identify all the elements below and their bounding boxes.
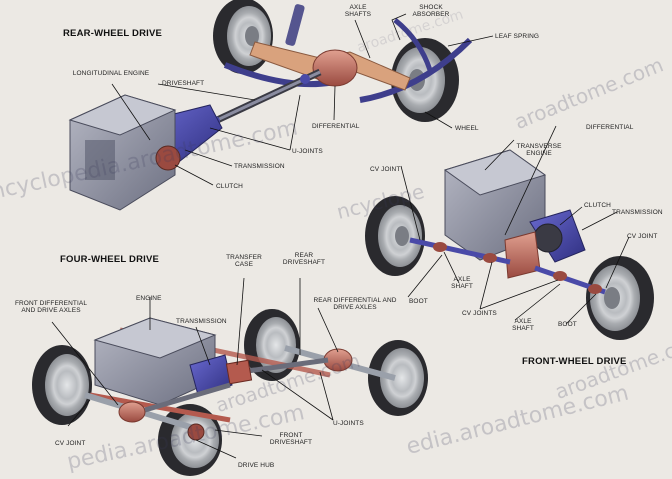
fourwd-assembly [32, 309, 428, 476]
fwd-label-cv-joints: CV JOINTS [462, 310, 497, 317]
fourwd-rear-driveshaft [239, 357, 329, 375]
fourwd-label-u-joints: U-JOINTS [333, 420, 364, 427]
fourwd-transfer-case [225, 359, 253, 385]
fourwd-label-front-differential: FRONT DIFFERENTIAL AND DRIVE AXLES [14, 300, 88, 314]
rwd-label-leaf-spring: LEAF SPRING [495, 33, 540, 40]
fwd-label-axle-shaft-left: AXLE SHAFT [451, 276, 473, 290]
rwd-differential [312, 49, 358, 87]
fwd-label-axle-shaft-right: AXLE SHAFT [512, 318, 534, 332]
fourwd-label-rear-differential: REAR DIFFERENTIAL AND DRIVE AXLES [313, 297, 397, 311]
fwd-differential [504, 231, 541, 279]
rwd-label-axle-shafts: AXLE SHAFTS [344, 4, 372, 18]
rwd-label-transmission: TRANSMISSION [234, 163, 285, 170]
fwd-title: FRONT-WHEEL DRIVE [522, 356, 627, 367]
rwd-title: REAR-WHEEL DRIVE [63, 28, 163, 39]
rwd-label-clutch: CLUTCH [216, 183, 243, 190]
fourwd-wheel-front-left [32, 345, 92, 425]
rwd-label-longitudinal-engine: LONGITUDINAL ENGINE [72, 70, 150, 77]
rwd-label-wheel: WHEEL [455, 125, 479, 132]
fwd-label-boot-left: BOOT [409, 298, 428, 305]
rwd-clutch [155, 145, 181, 171]
fwd-wheel-left [365, 196, 425, 276]
fourwd-rear-differential [323, 348, 353, 372]
rwd-label-driveshaft: DRIVESHAFT [162, 80, 205, 87]
fourwd-label-front-driveshaft: FRONT DRIVESHAFT [269, 432, 313, 446]
fwd-label-differential: DIFFERENTIAL [586, 124, 634, 131]
fwd-wheel-right [586, 256, 654, 340]
fourwd-label-drive-hub: DRIVE HUB [238, 462, 275, 469]
fourwd-label-cv-joint: CV JOINT [55, 440, 86, 447]
rwd-wheel-rear-left [213, 0, 273, 74]
fourwd-wheel-rear-right [368, 340, 428, 416]
fwd-label-cv-joint-left: CV JOINT [370, 166, 401, 173]
fwd-label-transverse-engine: TRANSVERSE ENGINE [516, 143, 562, 157]
fwd-label-boot-right: BOOT [558, 321, 577, 328]
fwd-label-clutch: CLUTCH [584, 202, 611, 209]
fourwd-label-transfer-case: TRANSFER CASE [226, 254, 262, 268]
fourwd-label-engine: ENGINE [136, 295, 162, 302]
fwd-assembly [365, 149, 654, 340]
fwd-clutch [533, 223, 563, 253]
fwd-label-cv-joint-right: CV JOINT [627, 233, 658, 240]
leader-lines [51, 13, 630, 459]
rwd-label-differential: DIFFERENTIAL [312, 123, 360, 130]
fourwd-front-differential [118, 401, 146, 423]
fourwd-label-rear-driveshaft: REAR DRIVESHAFT [282, 252, 326, 266]
rwd-engine [68, 94, 177, 211]
rwd-shock-absorber [285, 4, 305, 46]
fourwd-title: FOUR-WHEEL DRIVE [60, 254, 160, 265]
fourwd-front-driveshaft [144, 382, 231, 413]
fwd-label-transmission: TRANSMISSION [612, 209, 663, 216]
rwd-label-shock-absorber: SHOCK ABSORBER [412, 4, 450, 18]
rwd-assembly [68, 0, 473, 211]
fourwd-label-transmission: TRANSMISSION [176, 318, 227, 325]
fourwd-drive-hub [187, 423, 205, 441]
fourwd-engine [93, 317, 217, 406]
rwd-label-u-joints: U-JOINTS [292, 148, 323, 155]
